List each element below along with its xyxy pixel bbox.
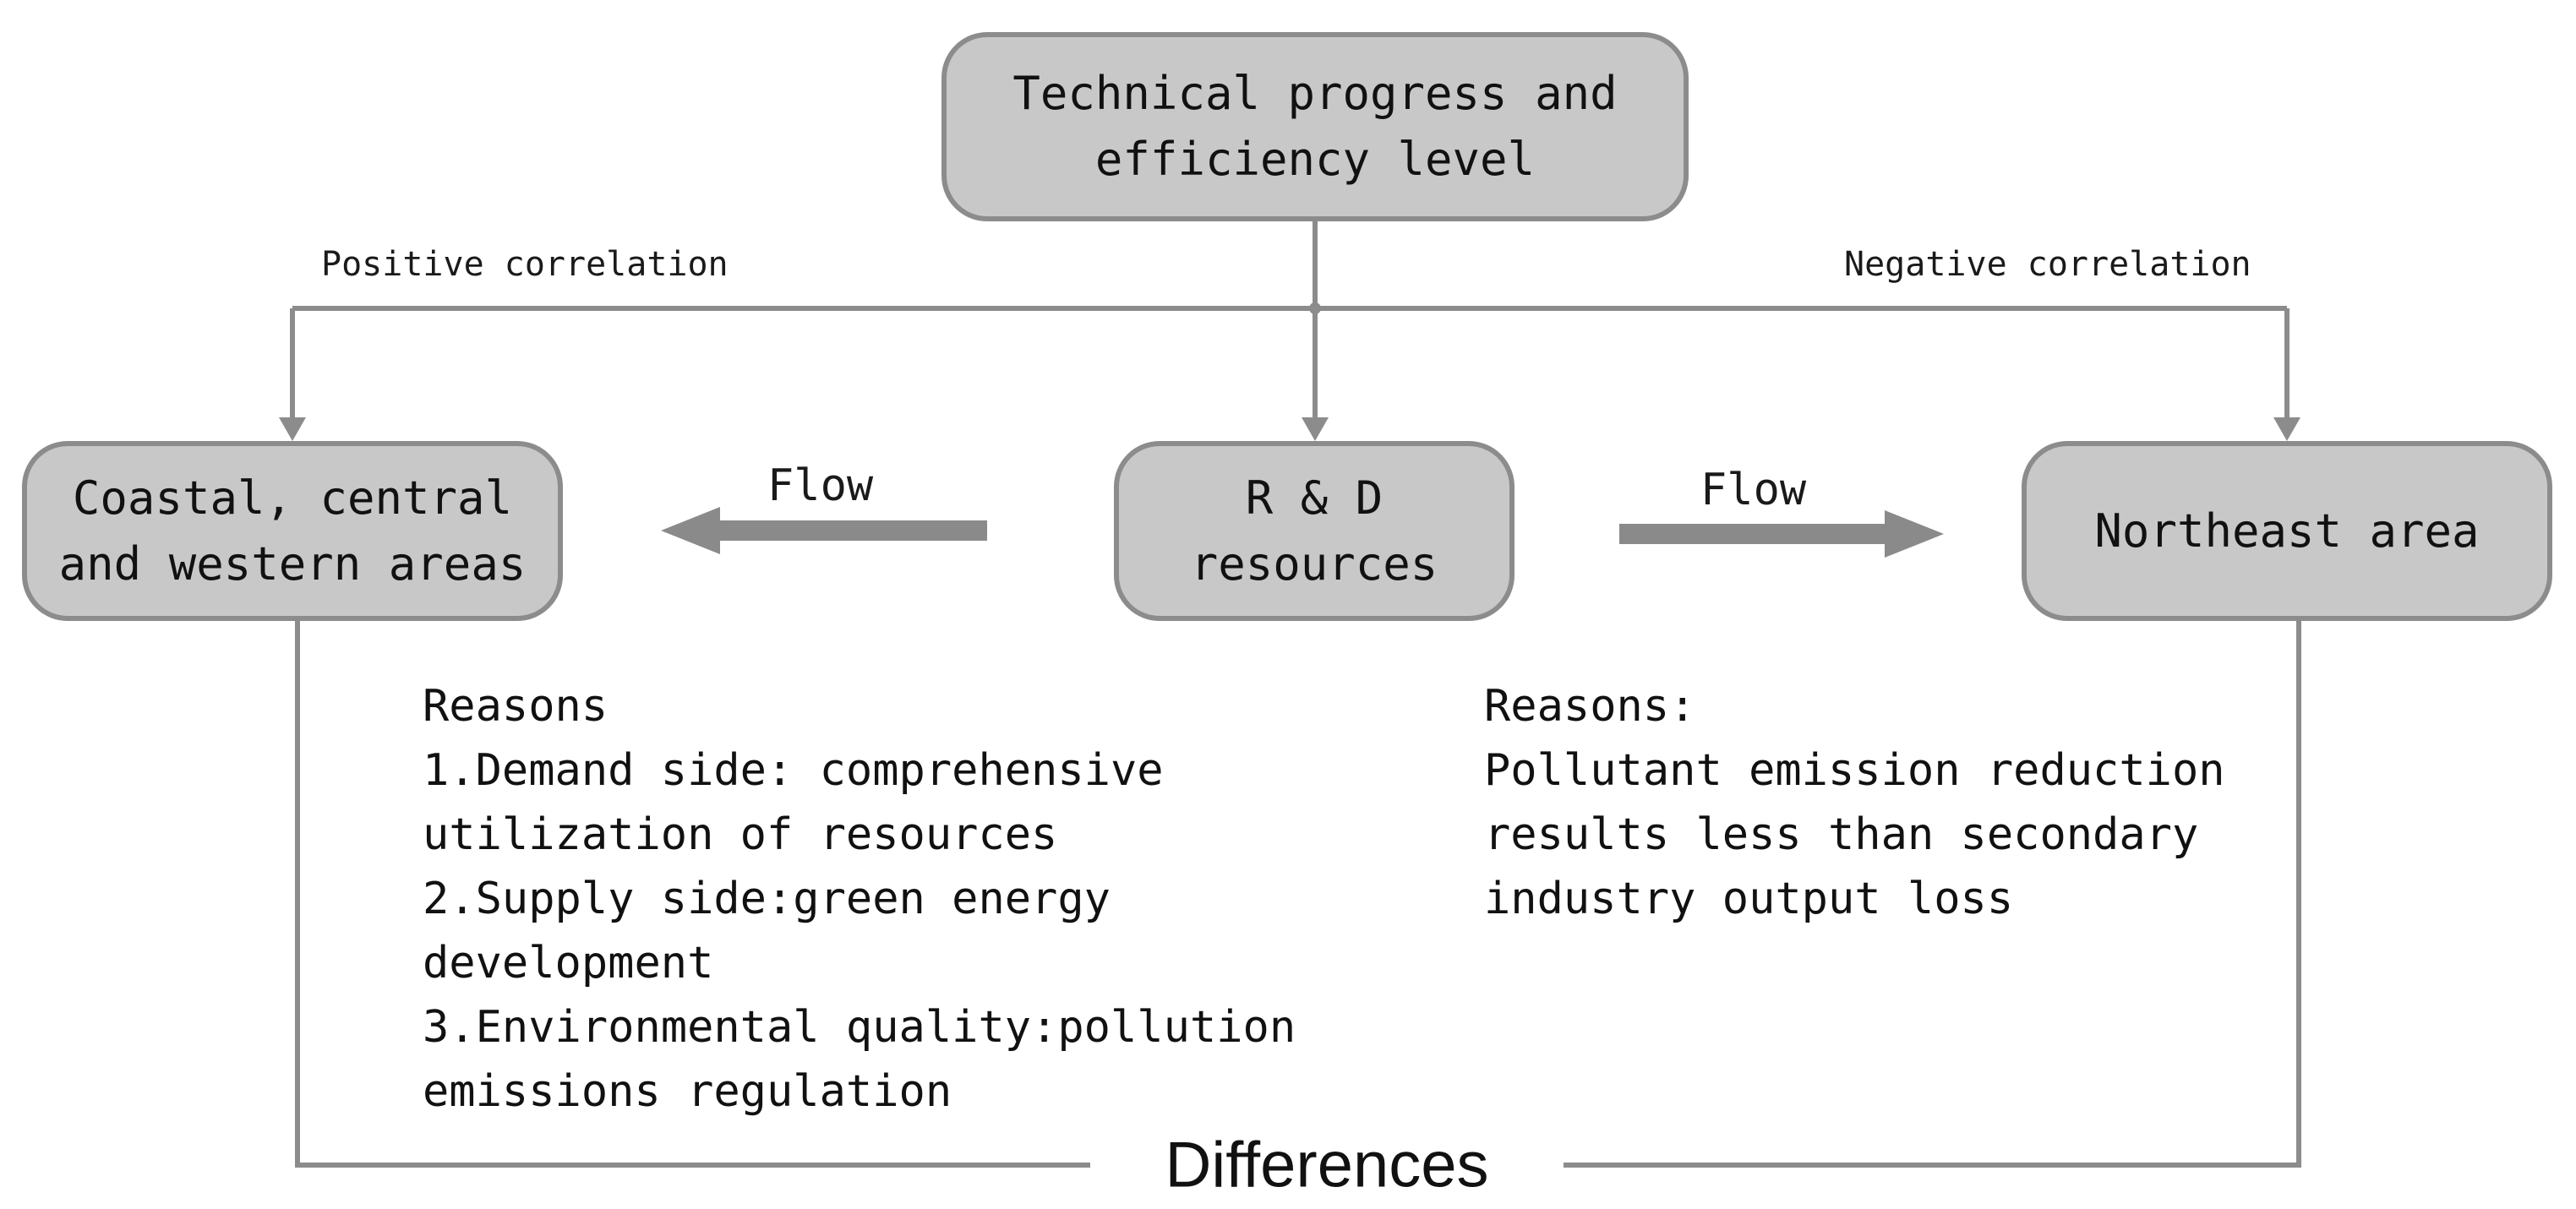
node-coastal-line-1: Coastal, central [72,471,513,525]
reasons-left-line: utilization of resources [423,809,1058,860]
node-technical-progress: Technical progress and efficiency level [941,32,1689,221]
label-negative-correlation: Negative correlation [1844,245,2251,284]
node-coastal-central-western: Coastal, central and western areas [22,441,563,621]
reasons-left-line: 3.Environmental quality:pollution [423,1002,1296,1053]
reasons-right-line: Pollutant emission reduction [1484,745,2225,796]
reasons-left-line: Reasons [423,681,609,732]
label-flow-left: Flow [767,460,874,511]
reasons-left-block: Reasons 1.Demand side: comprehensive uti… [423,674,1296,1124]
node-rd-resources: R & D resources [1114,441,1514,621]
reasons-right-line: Reasons: [1484,681,1696,732]
reasons-left-line: 1.Demand side: comprehensive [423,745,1164,796]
reasons-left-line: 2.Supply side:green energy [423,874,1111,924]
reasons-left-line: development [423,938,714,988]
arrowhead-down-center [1302,417,1329,441]
flow-arrow-right [1619,510,1944,558]
connector-bracket-right [1564,621,2301,1168]
node-rd-line-1: R & D [1245,471,1384,525]
node-technical-progress-line-2: efficiency level [1094,133,1536,186]
node-northeast-line-1: Northeast area [2094,504,2480,558]
node-coastal-line-2: and western areas [58,536,527,591]
node-technical-progress-line-1: Technical progress and [1012,67,1618,120]
reasons-right-line: industry output loss [1484,874,2014,924]
arrowhead-down-left [279,417,306,441]
reasons-right-line: results less than secondary [1484,809,2199,860]
reasons-left-line: emissions regulation [423,1066,952,1117]
node-rd-line-2: resources [1190,536,1438,591]
reasons-right-block: Reasons: Pollutant emission reduction re… [1484,674,2225,931]
label-differences: Differences [1136,1128,1518,1202]
arrowhead-down-right [2273,417,2300,441]
label-flow-right: Flow [1700,465,1807,515]
junction-dot [1309,302,1321,314]
connector-bracket-left [295,621,1090,1168]
label-positive-correlation: Positive correlation [321,245,729,284]
node-northeast-area: Northeast area [2022,441,2552,621]
flow-arrow-left [661,507,987,554]
